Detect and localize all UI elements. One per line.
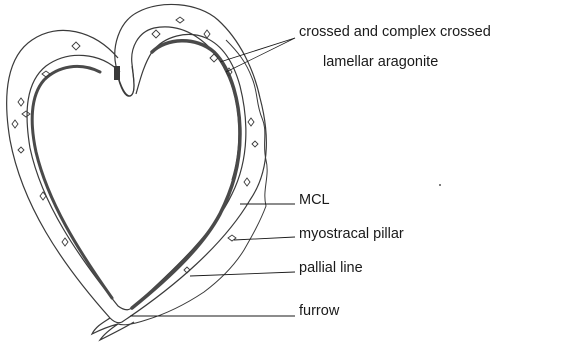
label-crossed-lamellar-line2: lamellar aragonite: [323, 55, 438, 70]
leader-line-pillar: [234, 237, 295, 240]
aragonite-markers: [12, 17, 258, 273]
shell-inner-outline: [27, 34, 246, 309]
leader-line-pallial: [190, 272, 295, 276]
label-pallial-line: pallial line: [299, 261, 363, 276]
label-crossed-lamellar-line1: crossed and complex crossed: [299, 25, 491, 40]
label-mcl: MCL: [299, 193, 330, 208]
label-myostracal-pillar: myostracal pillar: [299, 227, 404, 242]
mcl-layer-left: [32, 66, 112, 298]
hinge-ligament: [114, 66, 120, 80]
speck-dot: [439, 184, 441, 186]
label-furrow: furrow: [299, 304, 339, 319]
shell-outer-outline: [7, 4, 267, 322]
leader-line-crossed: [220, 38, 295, 62]
leader-line-crossed-2: [226, 38, 295, 72]
